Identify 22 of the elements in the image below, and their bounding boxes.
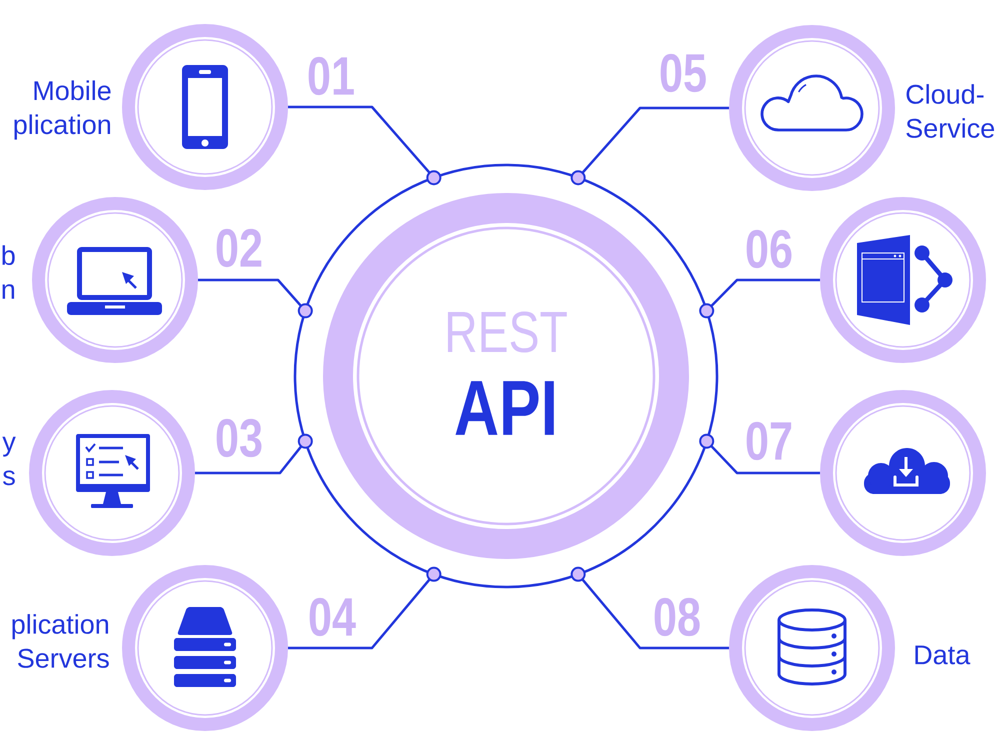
step-number: 03 bbox=[214, 418, 264, 458]
connector bbox=[570, 566, 729, 650]
item-label: Data bbox=[915, 646, 970, 664]
item-label: plication Servers bbox=[12, 614, 109, 668]
step-number: 06 bbox=[744, 228, 794, 270]
step-number: 02 bbox=[214, 228, 264, 268]
step-number: 01 bbox=[306, 56, 356, 96]
step-number: 05 bbox=[658, 52, 708, 94]
step-number: 04 bbox=[306, 596, 358, 638]
connector bbox=[288, 566, 442, 650]
connector bbox=[288, 106, 442, 186]
connector bbox=[699, 278, 820, 318]
connector bbox=[699, 434, 820, 474]
item-label: Mobile plication bbox=[14, 80, 111, 140]
item-label: Cloud- Service bbox=[906, 84, 994, 138]
step-number: 07 bbox=[744, 420, 794, 462]
item-label: b n bbox=[2, 245, 15, 299]
connector bbox=[570, 106, 729, 186]
connector bbox=[198, 278, 313, 318]
step-number: 08 bbox=[652, 596, 702, 638]
connector bbox=[195, 434, 313, 474]
item-label: y s bbox=[2, 436, 16, 486]
